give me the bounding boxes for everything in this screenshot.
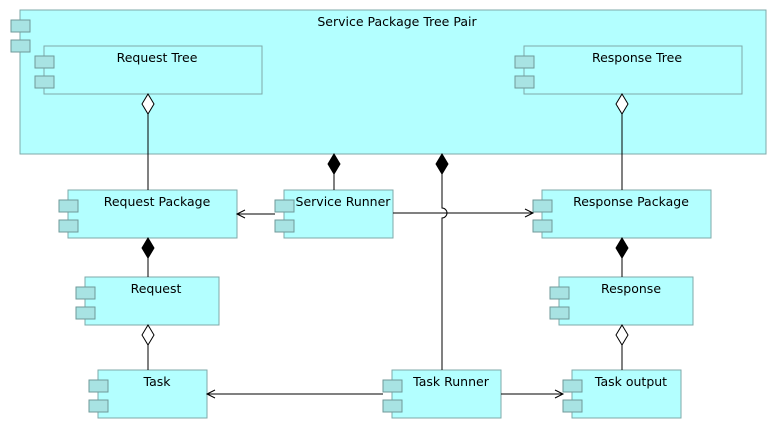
response-tree-component[interactable]: Response Tree (514, 45, 743, 95)
component-port-icon (88, 379, 109, 393)
service-package-tree-pair-label: Service Package Tree Pair (317, 14, 477, 29)
open-diamond-icon (615, 93, 629, 115)
task-component[interactable]: Task (88, 369, 208, 419)
task-output-label: Task output (594, 374, 667, 389)
component-port-icon (382, 399, 403, 413)
service-runner-composition-connector (327, 153, 341, 190)
component-port-icon (34, 55, 55, 69)
component-port-icon (549, 286, 570, 300)
task-label: Task (143, 374, 172, 389)
component-port-icon (58, 219, 79, 233)
filled-diamond-icon (615, 237, 629, 259)
request-tree-aggregation-connector (141, 93, 155, 190)
task-runner-component[interactable]: Task Runner (382, 369, 502, 419)
component-port-icon (34, 75, 55, 89)
response-component[interactable]: Response (549, 276, 694, 326)
response-package-composition-connector (615, 237, 629, 277)
component-port-icon (75, 286, 96, 300)
open-diamond-icon (141, 93, 155, 115)
component-port-icon (514, 55, 535, 69)
component-port-icon (532, 219, 553, 233)
request-package-composition-connector (141, 237, 155, 277)
arrow-head-icon (554, 389, 565, 399)
service-runner-component[interactable]: Service Runner (274, 189, 394, 239)
filled-diamond-icon (327, 153, 341, 175)
request-package-component[interactable]: Request Package (58, 189, 238, 239)
request-label: Request (131, 281, 182, 296)
service-runner-to-request-package-arrow (235, 209, 275, 219)
request-component[interactable]: Request (75, 276, 220, 326)
response-label: Response (601, 281, 661, 296)
open-diamond-icon (615, 324, 629, 346)
service-runner-label: Service Runner (296, 194, 392, 209)
response-tree-aggregation-connector (615, 93, 629, 190)
component-port-icon (514, 75, 535, 89)
component-port-icon (562, 379, 583, 393)
component-port-icon (382, 379, 403, 393)
component-port-icon (75, 306, 96, 320)
service-runner-to-response-package-arrow (393, 208, 535, 218)
component-port-icon (274, 199, 295, 213)
component-port-icon (562, 399, 583, 413)
component-port-icon (58, 199, 79, 213)
task-runner-to-task-output-arrow (501, 389, 565, 399)
request-package-label: Request Package (104, 194, 211, 209)
response-aggregation-connector (615, 324, 629, 370)
response-tree-label: Response Tree (592, 50, 682, 65)
task-runner-composition-connector (435, 153, 449, 370)
request-aggregation-connector (141, 324, 155, 370)
open-diamond-icon (141, 324, 155, 346)
component-port-icon (549, 306, 570, 320)
task-output-component[interactable]: Task output (562, 369, 682, 419)
filled-diamond-icon (435, 153, 449, 175)
task-runner-label: Task Runner (412, 374, 490, 389)
request-tree-component[interactable]: Request Tree (34, 45, 263, 95)
filled-diamond-icon (141, 237, 155, 259)
component-port-icon (88, 399, 109, 413)
component-port-icon (274, 219, 295, 233)
component-port-icon (10, 39, 31, 53)
arrow-head-icon (524, 208, 535, 218)
arrow-head-icon (235, 209, 246, 219)
response-package-label: Response Package (573, 194, 689, 209)
component-port-icon (532, 199, 553, 213)
component-port-icon (10, 19, 31, 33)
arrow-head-icon (205, 389, 216, 399)
task-runner-to-task-arrow (205, 389, 383, 399)
response-package-component[interactable]: Response Package (532, 189, 712, 239)
request-tree-label: Request Tree (117, 50, 198, 65)
